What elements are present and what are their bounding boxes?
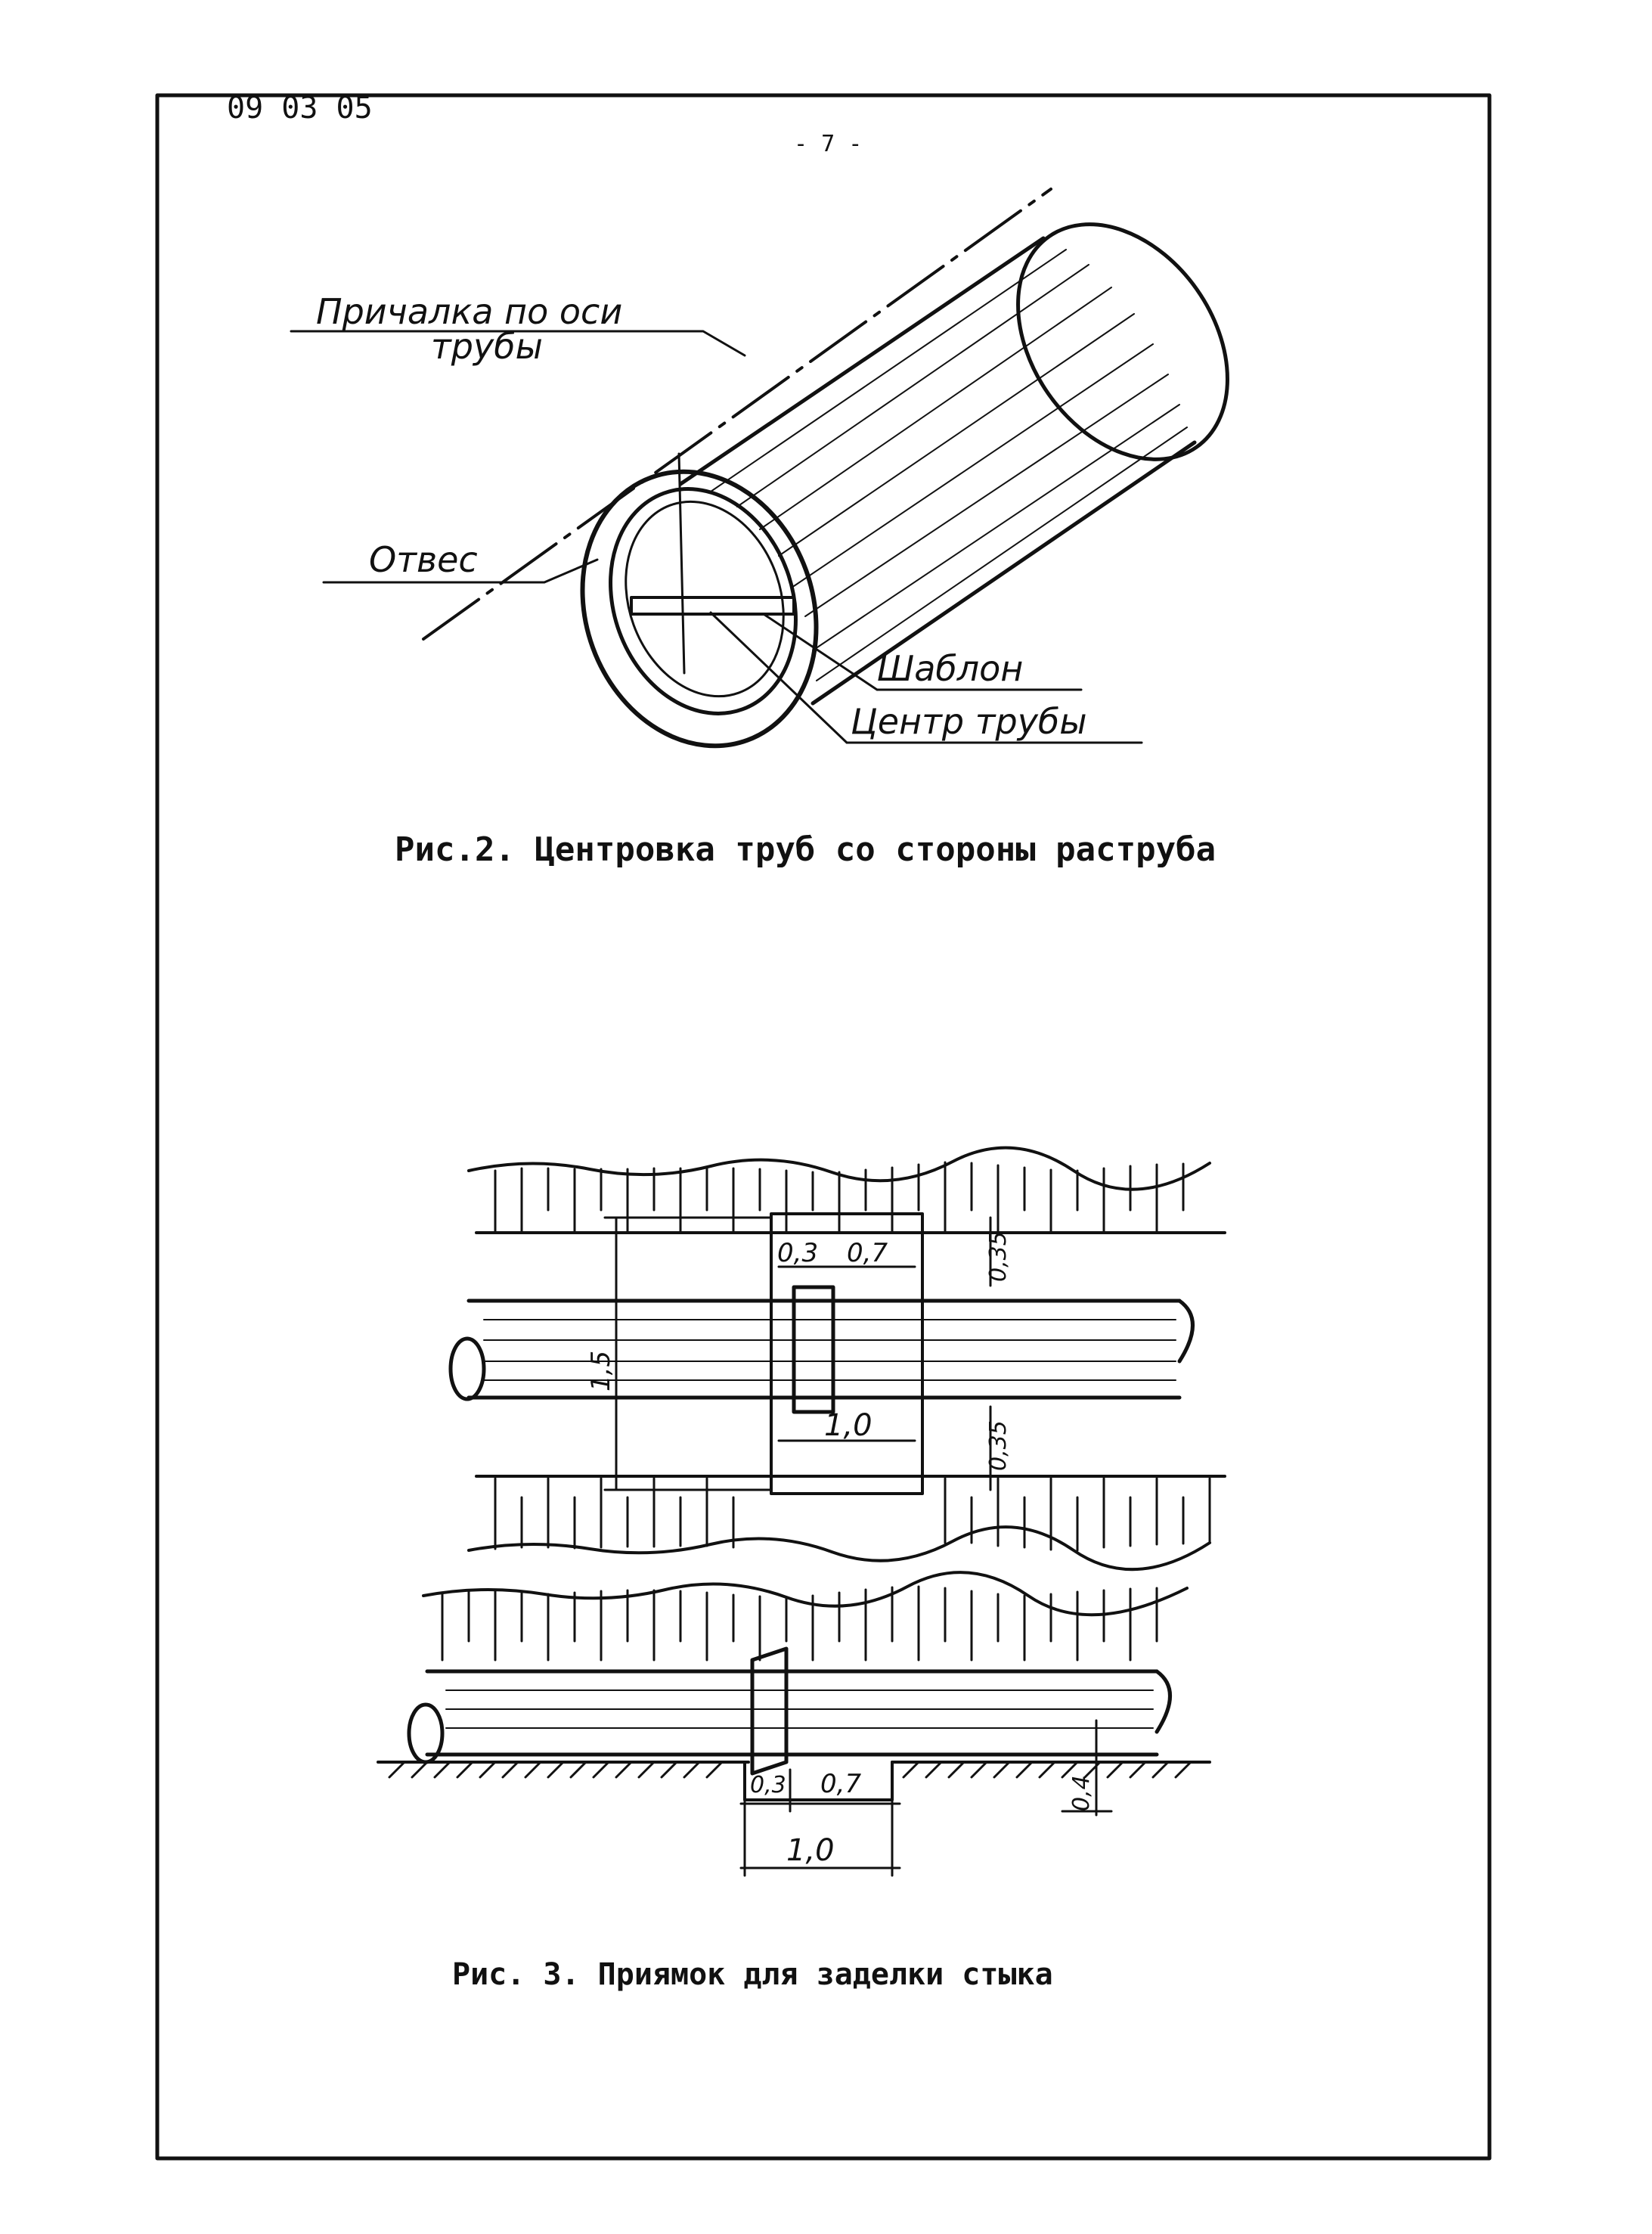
- soil-hatch-bottom-1: [494, 1477, 1211, 1552]
- figure-3-plan: [448, 1146, 1226, 1572]
- page-number: - 7 -: [794, 131, 862, 157]
- pipe-bottom-edge: [811, 440, 1197, 706]
- pipe-axis-line: [422, 188, 1052, 641]
- pipe-hatching: [710, 249, 1188, 681]
- dim-top-upper: 0,35: [985, 1231, 1012, 1282]
- soil-edge-bottom-1: [467, 1525, 1211, 1572]
- joint-pit: [770, 1212, 924, 1495]
- dim-top-lower: 0,35: [985, 1420, 1012, 1471]
- dim-bottom-total: 1,0: [786, 1833, 835, 1868]
- pipe-plan-hatching: [483, 1319, 1176, 1381]
- pipe-section-end-right: [1155, 1669, 1172, 1734]
- label-centr: Центр трубы: [851, 701, 1087, 742]
- dim-top-height: 1,5: [586, 1351, 616, 1392]
- soil-edge-section: [422, 1571, 1189, 1617]
- page-frame: [155, 93, 1492, 2161]
- leader-otves: [322, 558, 599, 584]
- dim-bottom-a: 0,3: [750, 1772, 786, 1798]
- label-shablon: Шаблон: [877, 648, 1023, 689]
- pipe-far-end: [1016, 222, 1229, 461]
- section-dimension-lines: [739, 1719, 1113, 1877]
- dim-bottom-depth: 0,4: [1068, 1775, 1095, 1811]
- soil-hatch-top-1: [494, 1161, 1185, 1233]
- pipe-plan-end-right: [1177, 1299, 1195, 1364]
- plan-dimension-lines: [603, 1216, 992, 1491]
- caption-figure-2: Рис.2. Центровка труб со стороны раструб…: [395, 830, 1216, 869]
- pipe-section-hatching: [445, 1689, 1154, 1729]
- label-prichalka-1: Причалка по оси: [316, 291, 622, 332]
- socket-outer-ring: [580, 469, 819, 749]
- soil-hatch-section: [441, 1585, 1158, 1662]
- label-otves: Отвес: [369, 539, 478, 580]
- template-bar: [630, 596, 795, 616]
- ground-hatch: [388, 1761, 1192, 1779]
- label-prichalka-2: трубы: [431, 326, 543, 367]
- dim-top-a: 0,3: [777, 1238, 818, 1268]
- pipe-top-edge: [678, 236, 1046, 486]
- leader-prichalka: [290, 330, 746, 357]
- socket-inner-ring: [609, 487, 798, 715]
- pipe-inner-wall: [625, 500, 785, 698]
- caption-figure-3: Рис. 3. Приямок для заделки стыка: [452, 1957, 1053, 1992]
- pipe-socket-plan: [792, 1285, 835, 1414]
- pipe-plan-end-left: [448, 1336, 486, 1401]
- plumb-line: [677, 452, 686, 675]
- pipe-socket-section: [750, 1646, 789, 1776]
- leader-shablon: [762, 613, 1083, 691]
- doc-code: 09 03 05: [227, 91, 373, 126]
- dim-top-b: 0,7: [847, 1238, 888, 1268]
- dim-top-total: 1,0: [824, 1408, 872, 1443]
- figure-2-drawing: [290, 188, 1229, 749]
- figure-3-section: [377, 1571, 1211, 1877]
- leader-centr: [709, 611, 1143, 744]
- dim-bottom-b: 0,7: [820, 1769, 861, 1799]
